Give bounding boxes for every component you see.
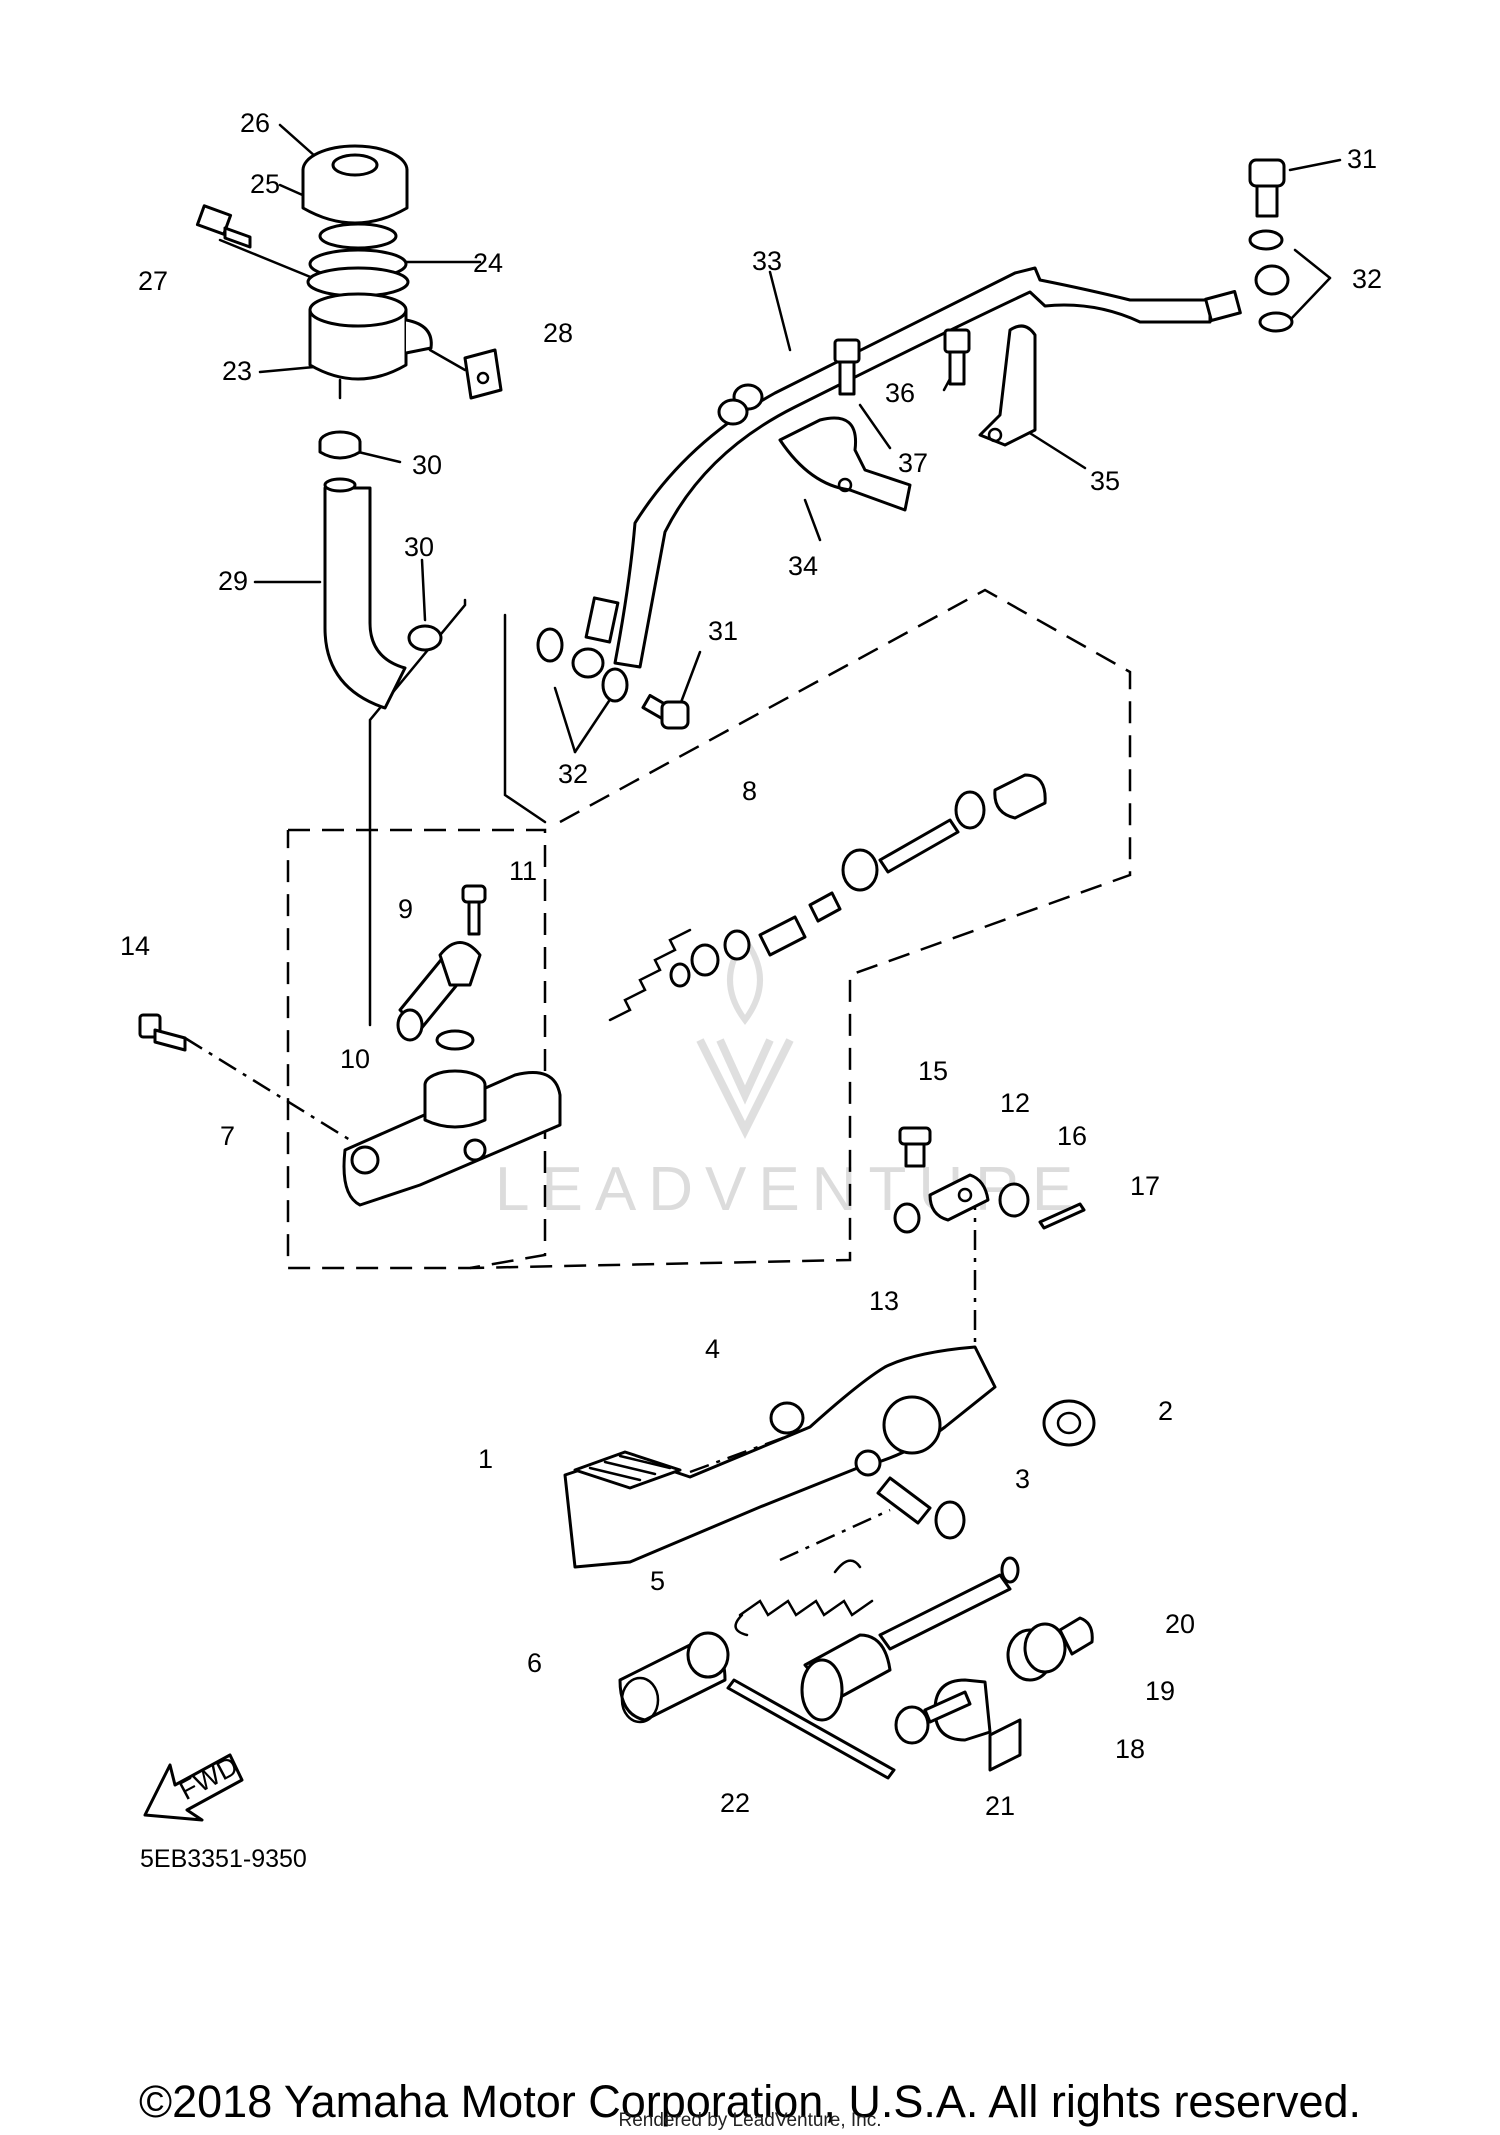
hose-joint-9 bbox=[396, 941, 482, 1042]
callout-22: 22 bbox=[720, 1788, 750, 1818]
callout-9: 9 bbox=[398, 894, 413, 924]
callout-6: 6 bbox=[527, 1648, 542, 1678]
copper-washer-32-top bbox=[1248, 229, 1294, 333]
watermark-text: LEADVENTURE bbox=[495, 1155, 1085, 1224]
callout-24: 24 bbox=[473, 248, 503, 278]
reservoir-hose-29 bbox=[323, 477, 407, 710]
callout-5: 5 bbox=[650, 1566, 665, 1596]
callout-16: 16 bbox=[1057, 1121, 1087, 1151]
collar-20 bbox=[1058, 1616, 1094, 1656]
copyright-notice: ©2018 Yamaha Motor Corporation, U.S.A. A… bbox=[138, 2076, 1362, 2127]
callout-7: 7 bbox=[220, 1121, 235, 1151]
clevis-12 bbox=[928, 1173, 990, 1222]
o-ring-10 bbox=[435, 1029, 475, 1051]
cotter-pin-17 bbox=[1038, 1202, 1086, 1230]
banjo-bolt-31-bottom bbox=[641, 693, 690, 730]
diagram-code: 5EB3351-9350 bbox=[140, 1845, 307, 1873]
assembly-outline-8 bbox=[469, 588, 1132, 1270]
callout-13: 13 bbox=[869, 1286, 899, 1316]
callout-2: 2 bbox=[1158, 1396, 1173, 1426]
callout-37: 37 bbox=[898, 448, 928, 478]
bolt-36 bbox=[943, 328, 971, 386]
hose-clamp-30a bbox=[318, 430, 362, 460]
washer-16 bbox=[998, 1182, 1030, 1218]
bolt-37 bbox=[833, 338, 861, 396]
callout-30b: 30 bbox=[404, 532, 434, 562]
reservoir-tank-23 bbox=[308, 292, 433, 400]
clevis-pin-15 bbox=[898, 1126, 932, 1168]
callout-23: 23 bbox=[222, 356, 252, 386]
callout-31b: 31 bbox=[708, 616, 738, 646]
copper-washer-32-bottom bbox=[536, 627, 629, 703]
nut-4 bbox=[769, 1401, 805, 1435]
callout-15: 15 bbox=[918, 1056, 948, 1086]
callout-20: 20 bbox=[1165, 1609, 1195, 1639]
master-cylinder-7 bbox=[342, 1069, 562, 1207]
brake-hose-33 bbox=[571, 266, 1242, 679]
callout-11: 11 bbox=[509, 856, 537, 886]
callout-1: 1 bbox=[478, 1444, 493, 1474]
return-spring-5 bbox=[734, 1559, 874, 1637]
callout-labels: 26 25 24 27 28 23 30 30 29 31 32 33 36 3… bbox=[120, 108, 1382, 1821]
bolt-27 bbox=[195, 204, 252, 249]
nut-13 bbox=[893, 1202, 921, 1234]
reservoir-cap-26 bbox=[301, 144, 409, 225]
hose-bracket-35 bbox=[978, 324, 1037, 447]
callout-29: 29 bbox=[218, 566, 248, 596]
callout-28: 28 bbox=[543, 318, 573, 348]
assembly-outline-7 bbox=[286, 828, 547, 1270]
reservoir-diaphragm-25 bbox=[306, 222, 410, 298]
callout-19: 19 bbox=[1145, 1676, 1175, 1706]
callout-33: 33 bbox=[752, 246, 782, 276]
callout-26: 26 bbox=[240, 108, 270, 138]
callout-3: 3 bbox=[1015, 1464, 1030, 1494]
callout-8: 8 bbox=[742, 776, 757, 806]
assembly-outline-hose-group bbox=[368, 598, 547, 1027]
callout-35: 35 bbox=[1090, 466, 1120, 496]
pedal-shaft bbox=[878, 1556, 1020, 1651]
callout-34: 34 bbox=[788, 551, 818, 581]
pedal-sleeve-6 bbox=[618, 1631, 730, 1724]
callout-32a: 32 bbox=[1352, 264, 1382, 294]
callout-30a: 30 bbox=[412, 450, 442, 480]
callout-4: 4 bbox=[705, 1334, 720, 1364]
callout-32b: 32 bbox=[558, 759, 588, 789]
hose-guide-34 bbox=[778, 416, 912, 512]
callout-31a: 31 bbox=[1347, 144, 1377, 174]
callout-10: 10 bbox=[340, 1044, 370, 1074]
pivot-bolt-3 bbox=[876, 1476, 966, 1540]
callout-25: 25 bbox=[250, 169, 280, 199]
bracket-18 bbox=[933, 1678, 1022, 1772]
bolt-14 bbox=[138, 1013, 187, 1052]
callout-21: 21 bbox=[985, 1791, 1015, 1821]
bracket-28 bbox=[463, 348, 503, 400]
piston-kit-8 bbox=[608, 773, 1047, 1022]
callout-12: 12 bbox=[1000, 1088, 1030, 1118]
callout-17: 17 bbox=[1130, 1171, 1160, 1201]
cable-tie-22 bbox=[726, 1678, 896, 1780]
callout-27: 27 bbox=[138, 266, 168, 296]
brake-pedal-1 bbox=[563, 1345, 997, 1569]
hose-clamp-30b bbox=[407, 624, 443, 652]
pedal-boss bbox=[800, 1633, 892, 1722]
banjo-bolt-31-top bbox=[1248, 158, 1286, 218]
screw-11 bbox=[461, 884, 487, 936]
fwd-arrow-icon: FWD bbox=[143, 1751, 244, 1822]
callout-14: 14 bbox=[120, 931, 150, 961]
washer-2 bbox=[1042, 1399, 1096, 1447]
leadventure-watermark: LEADVENTURE bbox=[495, 934, 1085, 1224]
bolt-21 bbox=[894, 1690, 972, 1745]
callout-36: 36 bbox=[885, 378, 915, 408]
rendered-by-credit: Rendered by LeadVenture, Inc. bbox=[618, 2110, 882, 2131]
grommet-19 bbox=[1006, 1622, 1067, 1682]
callout-18: 18 bbox=[1115, 1734, 1145, 1764]
